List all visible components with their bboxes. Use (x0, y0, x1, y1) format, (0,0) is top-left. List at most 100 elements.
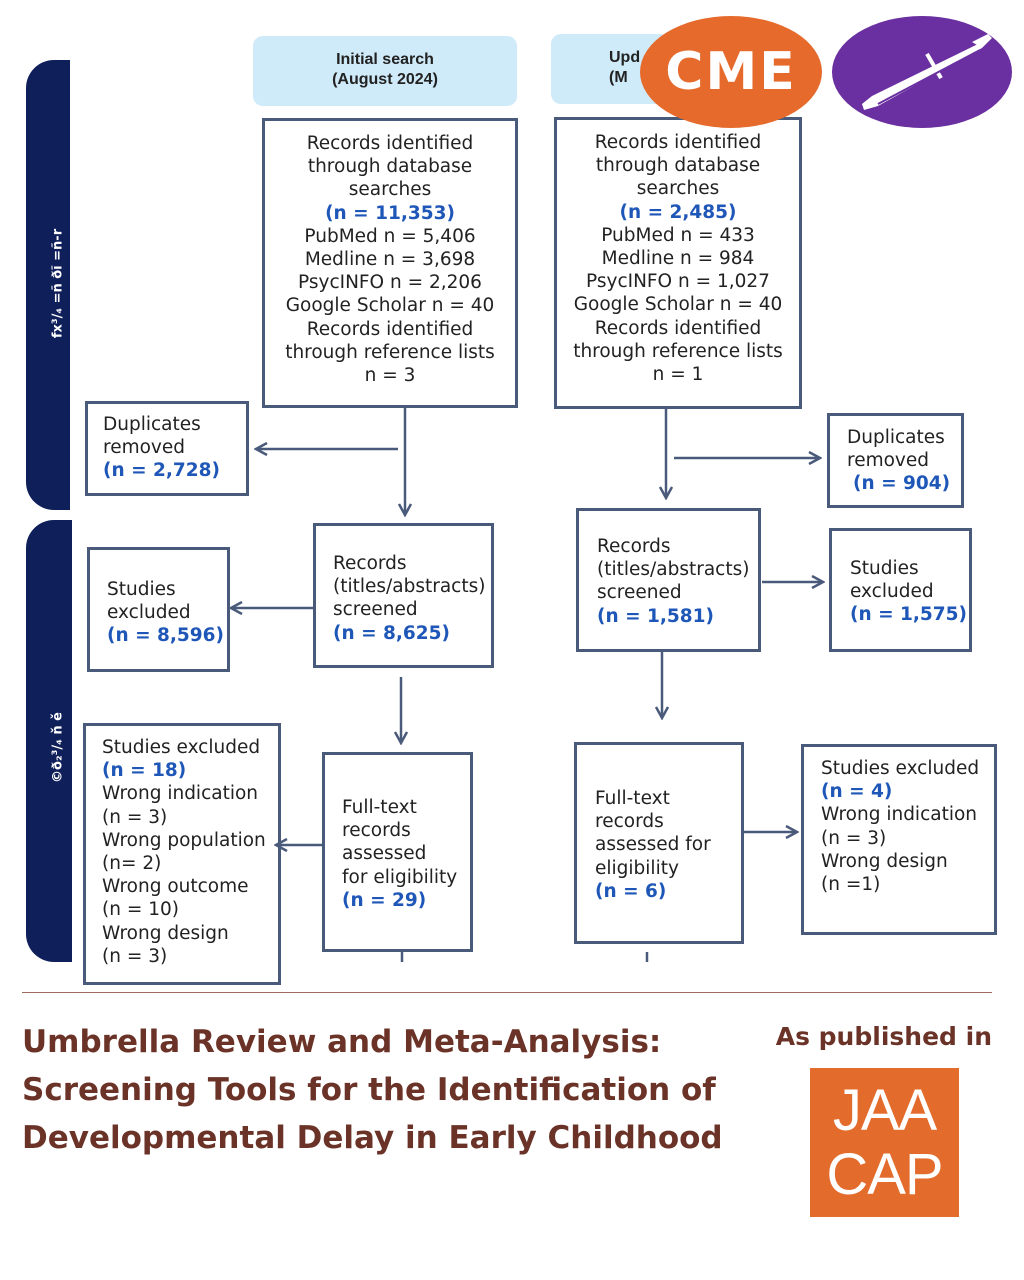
right-excluded-line: Studies (850, 558, 919, 579)
right-excluded-box: Studies excluded (n = 1,575) (829, 528, 972, 652)
left-excluded-line: Studies (107, 579, 176, 600)
right-records-line: Records identified (594, 132, 762, 153)
footer-divider (22, 992, 992, 993)
right-records-line: searches (636, 178, 720, 200)
left-ft-reason: Wrong indication (102, 783, 259, 805)
right-duplicates-line: removed (847, 450, 929, 472)
left-source-line: PubMed n = 5,406 (304, 225, 476, 247)
right-excluded-line: excluded (850, 581, 934, 603)
right-duplicates-line: Duplicates (847, 427, 945, 448)
left-fulltext-line: Full-text (342, 797, 417, 818)
left-duplicates-line: Duplicates (103, 414, 201, 435)
left-screened-count: (n = 8,625) (333, 622, 450, 644)
left-ft-reason: (n= 2) (102, 853, 162, 875)
right-screened-line: Records (597, 536, 671, 557)
right-source-line: Medline n = 984 (601, 248, 755, 270)
right-source-line: n = 1 (652, 364, 704, 386)
left-source-line: PsycINFO n = 2,206 (298, 272, 482, 294)
right-records-line: through database (595, 155, 761, 177)
left-records-identified-box: Records identified through database sear… (262, 118, 518, 408)
left-records-line: Records identified (306, 133, 474, 154)
left-fulltext-count: (n = 29) (342, 889, 427, 911)
left-header: Initial search (August 2024) (253, 36, 517, 106)
right-screened-line: (titles/abstracts) (597, 559, 750, 581)
left-duplicates-count: (n = 2,728) (103, 460, 220, 482)
left-ft-excluded-title: Studies excluded (102, 737, 261, 758)
screening-sidebar (26, 520, 72, 962)
right-source-line: Google Scholar n = 40 (573, 294, 783, 316)
article-title: Umbrella Review and Meta-Analysis: Scree… (22, 1018, 742, 1162)
right-fulltext-box: Full-text records assessed for eligibili… (574, 742, 744, 944)
left-source-line: Medline n = 3,698 (304, 249, 476, 271)
left-screened-box: Records (titles/abstracts) screened (n =… (313, 523, 494, 668)
pen-badge (832, 16, 1012, 128)
article-title-line: Umbrella Review and Meta-Analysis: (22, 1024, 662, 1060)
jaacap-line2: CAP (826, 1142, 943, 1207)
left-records-total: (n = 11,353) (325, 202, 455, 224)
right-duplicates-box: Duplicates removed (n = 904) (827, 413, 964, 508)
left-records-line: searches (348, 179, 432, 201)
right-ft-excluded-title: Studies excluded (821, 758, 980, 779)
left-ft-excluded-count: (n = 18) (102, 760, 187, 782)
left-duplicates-box: Duplicates removed (n = 2,728) (85, 401, 249, 496)
right-ft-excluded-count: (n = 4) (821, 781, 893, 803)
right-screened-line: screened (597, 582, 682, 604)
left-excluded-line: excluded (107, 602, 191, 624)
right-header-line1: Upd (609, 49, 641, 66)
left-fulltext-line: records (342, 820, 411, 842)
left-screened-line: (titles/abstracts) (333, 576, 486, 598)
right-duplicates-count: (n = 904) (853, 473, 951, 495)
left-ft-reason: (n = 10) (102, 899, 179, 921)
right-fulltext-line: records (595, 811, 664, 833)
left-excluded-box: Studies excluded (n = 8,596) (87, 547, 230, 672)
left-ft-reason: Wrong population (102, 829, 266, 851)
left-source-line: Google Scholar n = 40 (285, 295, 495, 317)
article-title-line: Screening Tools for the Identification o… (22, 1072, 716, 1108)
left-ft-reason: (n = 3) (102, 806, 168, 828)
left-ft-reason: Wrong design (102, 922, 229, 944)
right-records-identified-box: Records identified through database sear… (554, 117, 802, 409)
cme-badge-label: CME (665, 42, 797, 102)
left-ft-reason: (n = 3) (102, 945, 168, 967)
left-header-line1: Initial search (336, 51, 434, 68)
right-header-line2: (M (609, 69, 628, 86)
left-fulltext-box: Full-text records assessed for eligibili… (322, 752, 473, 952)
right-source-line: PsycINFO n = 1,027 (586, 271, 770, 293)
right-fulltext-count: (n = 6) (595, 880, 667, 902)
left-ft-reason: Wrong outcome (102, 876, 249, 898)
right-source-line: Records identified (594, 317, 762, 339)
right-records-total: (n = 2,485) (619, 201, 737, 223)
left-source-line: Records identified (306, 318, 474, 340)
right-screened-box: Records (titles/abstracts) screened (n =… (576, 508, 761, 652)
right-fulltext-excluded-box: Studies excluded (n = 4) Wrong indicatio… (801, 744, 997, 935)
right-source-line: PubMed n = 433 (601, 224, 755, 246)
left-screened-line: screened (333, 599, 418, 621)
identification-sidebar (26, 60, 70, 510)
right-screened-count: (n = 1,581) (597, 605, 714, 627)
jaacap-logo: JAA CAP (810, 1068, 959, 1217)
right-fulltext-line: assessed for (595, 834, 711, 856)
left-excluded-count: (n = 8,596) (107, 625, 224, 647)
jaacap-line1: JAA (832, 1078, 937, 1143)
left-screened-line: Records (333, 553, 407, 574)
left-duplicates-line: removed (103, 437, 185, 459)
flow-arrows (0, 408, 1024, 962)
published-in-label: As published in (775, 1022, 992, 1051)
left-records-line: through database (307, 156, 473, 178)
right-fulltext-line: Full-text (595, 788, 670, 809)
left-source-line: through reference lists (285, 341, 495, 363)
left-fulltext-excluded-box: Studies excluded (n = 18) Wrong indicati… (83, 723, 281, 985)
cme-badge: CME (640, 16, 822, 128)
left-fulltext-line: assessed (342, 843, 427, 865)
right-ft-reason: Wrong indication (821, 804, 978, 826)
left-fulltext-line: for eligibility (342, 866, 458, 888)
article-title-line: Developmental Delay in Early Childhood (22, 1120, 723, 1156)
right-excluded-count: (n = 1,575) (850, 604, 967, 626)
right-source-line: through reference lists (573, 340, 783, 362)
right-ft-reason: (n =1) (821, 874, 881, 896)
left-header-line2: (August 2024) (332, 71, 438, 88)
right-ft-reason: Wrong design (821, 850, 948, 872)
pen-icon (862, 34, 992, 110)
right-fulltext-line: eligibility (595, 857, 679, 879)
right-ft-reason: (n = 3) (821, 827, 887, 849)
